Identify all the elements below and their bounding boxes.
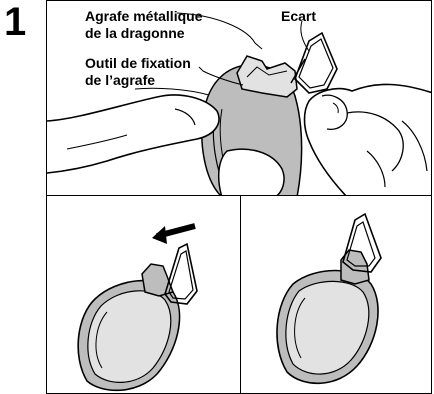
bottom-right-panel [240,195,432,394]
step-number: 1 [4,2,26,42]
bottom-left-panel [46,195,242,394]
clip-attached-illustration [241,196,432,394]
illustration-frame: Agrafe métallique de la dragonne Ecart O… [46,0,434,394]
clip-label-line2: de la dragonne [85,25,185,42]
top-panel: Agrafe métallique de la dragonne Ecart O… [46,0,432,196]
tool-sliding-illustration [47,196,242,394]
gap-label: Ecart [281,8,316,25]
clip-label-line1: Agrafe métallique [85,8,202,25]
tool-label-line2: de l’agrafe [85,72,155,89]
arrow-left-icon [152,226,195,244]
tool-label-line1: Outil de fixation [85,55,191,72]
